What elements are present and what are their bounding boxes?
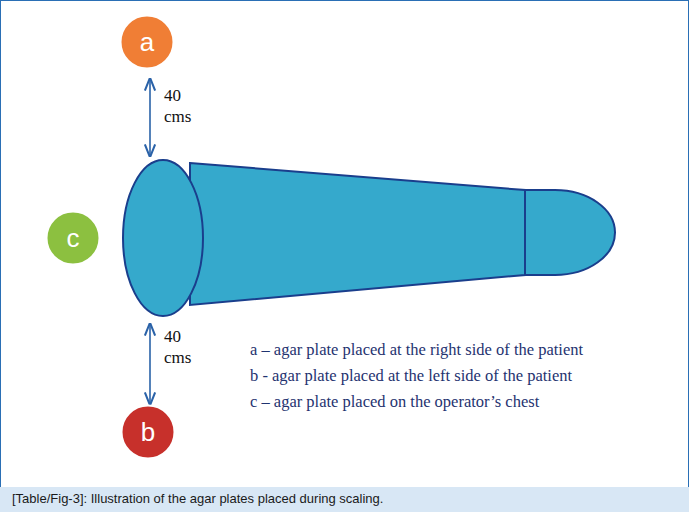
distance-arrow: [149, 79, 151, 156]
plate-letter: b: [120, 404, 176, 460]
figure-caption: [Table/Fig-3]: Illustration of the agar …: [12, 491, 383, 506]
agar-plate-circle: c: [45, 210, 101, 266]
distance-label: 40 cms: [164, 326, 191, 369]
patient-head: [123, 160, 203, 316]
distance-arrow: [149, 324, 151, 404]
plate-circle: [122, 406, 175, 459]
plate-circle: [47, 212, 100, 265]
plate-letter: c: [45, 210, 101, 266]
plate-circle: [121, 16, 174, 69]
key-note: b - agar plate placed at the left side o…: [250, 366, 572, 386]
agar-plate-circle: b: [120, 404, 176, 460]
patient-body: [190, 163, 525, 305]
key-note: c – agar plate placed on the operator’s …: [250, 392, 539, 412]
agar-plate-circle: a: [119, 14, 175, 70]
plate-letter: a: [119, 14, 175, 70]
patient-feet: [525, 190, 615, 275]
key-note: a – agar plate placed at the right side …: [250, 340, 583, 360]
distance-label: 40 cms: [164, 85, 191, 128]
